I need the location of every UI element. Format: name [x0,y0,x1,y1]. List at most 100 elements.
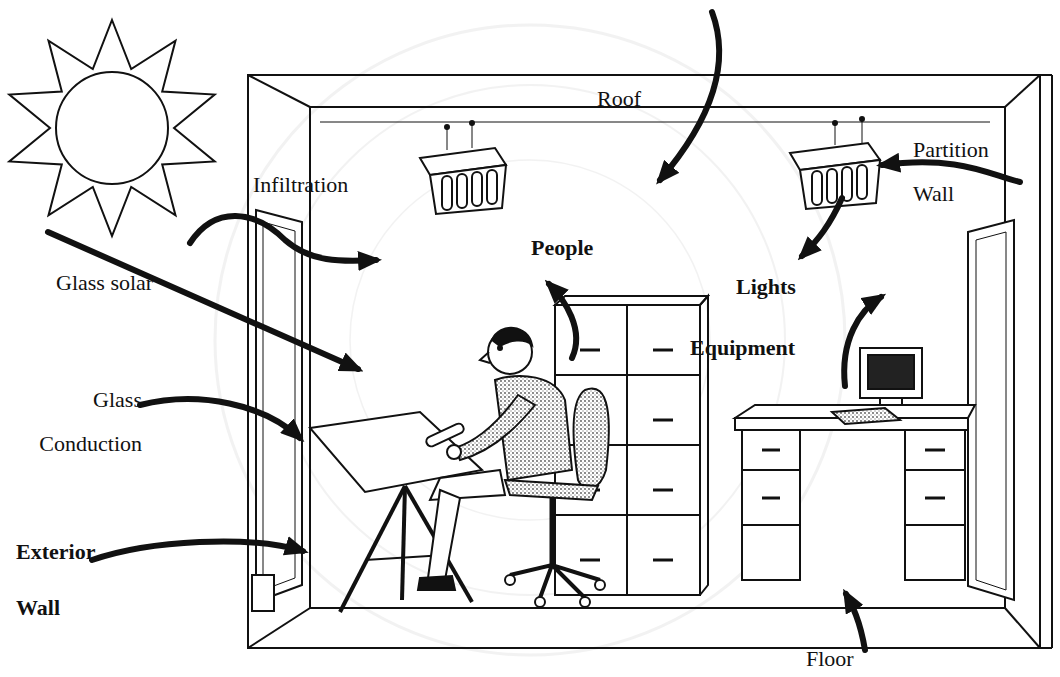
room-outline [1040,647,1052,649]
office-chair [505,575,515,585]
window-frame [263,222,295,590]
light-fixture [835,124,836,145]
heat-source-label: Exterior Wall [16,524,128,636]
room-outline [248,608,310,648]
sun-symbol [9,20,214,236]
computer-symbol [860,348,922,398]
office-chair [535,597,545,607]
office-chair [505,480,598,500]
filing-cabinet [555,374,627,376]
filing-cabinet [627,305,700,595]
office-desk [905,524,965,526]
room-outline [1040,74,1052,76]
light-fixture [862,120,863,143]
light-fixture [430,165,506,214]
office-desk [905,469,965,471]
light-fixture [827,169,837,203]
filing-cabinet [580,559,600,562]
office-desk [905,430,965,580]
person-figure [418,576,455,590]
drafting-table [405,486,472,602]
office-chair [595,580,605,590]
room-outline [248,75,1052,648]
person-figure [492,328,532,346]
drafting-table [425,422,465,448]
computer-symbol [832,408,900,424]
drafting-table [310,412,482,612]
heat-flow-arrow [48,232,358,369]
filing-cabinet [653,559,673,562]
drafting-table [402,486,405,600]
light-fixture [442,176,452,210]
person-figure [447,445,461,459]
door-frame [968,220,1014,600]
heat-flow-arrow [92,541,303,560]
heat-flow-arrow [190,216,376,261]
heat-source-label: Floor [806,646,854,672]
window-frame [252,575,274,611]
filing-cabinet [653,489,673,492]
light-fixture [472,172,482,206]
light-fixture [457,174,467,208]
filing-cabinet [555,296,708,305]
heat-flow-arrow [549,284,576,358]
heat-source-label: Infiltration [253,172,348,198]
room-outline [1005,608,1040,648]
light-fixture [812,171,822,205]
office-desk [800,429,905,431]
office-chair [574,388,609,488]
office-chair [580,597,590,607]
office-desk [925,497,945,500]
person-figure [455,395,535,460]
heat-source-label: People [531,235,593,261]
room-outline [320,122,990,123]
computer-symbol [868,355,914,389]
office-desk [762,497,780,500]
heat-flow-arrow [660,12,719,180]
office-desk [762,449,780,452]
heat-flow-arrow [882,162,1020,182]
room-outline [1051,75,1053,648]
person-figure [428,490,460,580]
office-chair [550,498,555,565]
filing-cabinet [580,349,600,352]
filing-cabinet [627,374,700,376]
person-figure [418,328,572,590]
door-frame [976,232,1006,590]
heat-source-label: Equipment [690,335,795,361]
heat-source-label: Lights [736,274,796,300]
office-desk [742,524,800,526]
heat-source-label: Roof [597,86,641,112]
heat-source-label: Partition Wall [913,128,1021,216]
door-frame [968,220,1014,600]
filing-cabinet [653,349,673,352]
room-outline [1005,75,1040,107]
office-desk [925,449,945,452]
heat-flow-arrow [48,12,1020,650]
drafting-table [340,486,405,612]
heat-source-label: Glass Conduction [8,378,142,466]
light-fixture [420,121,506,214]
heat-flow-arrow [802,198,842,256]
filing-cabinet [627,514,700,516]
filing-cabinet [653,419,673,422]
light-fixture [447,128,448,150]
sun-symbol [56,72,168,184]
heat-flow-arrow [844,297,881,386]
light-fixture [857,165,867,199]
light-fixture [790,117,880,209]
light-fixture [470,121,474,125]
heat-flow-arrow [846,594,865,650]
light-fixture [860,117,864,121]
heat-flow-arrow [140,399,300,438]
light-fixture [487,170,497,204]
heat-source-label: Glass solar [56,270,153,296]
filing-cabinet [627,444,700,446]
person-figure [498,346,502,350]
room-outline [248,75,310,107]
person-figure [480,352,490,363]
office-chair [510,565,600,598]
light-fixture [445,125,449,129]
